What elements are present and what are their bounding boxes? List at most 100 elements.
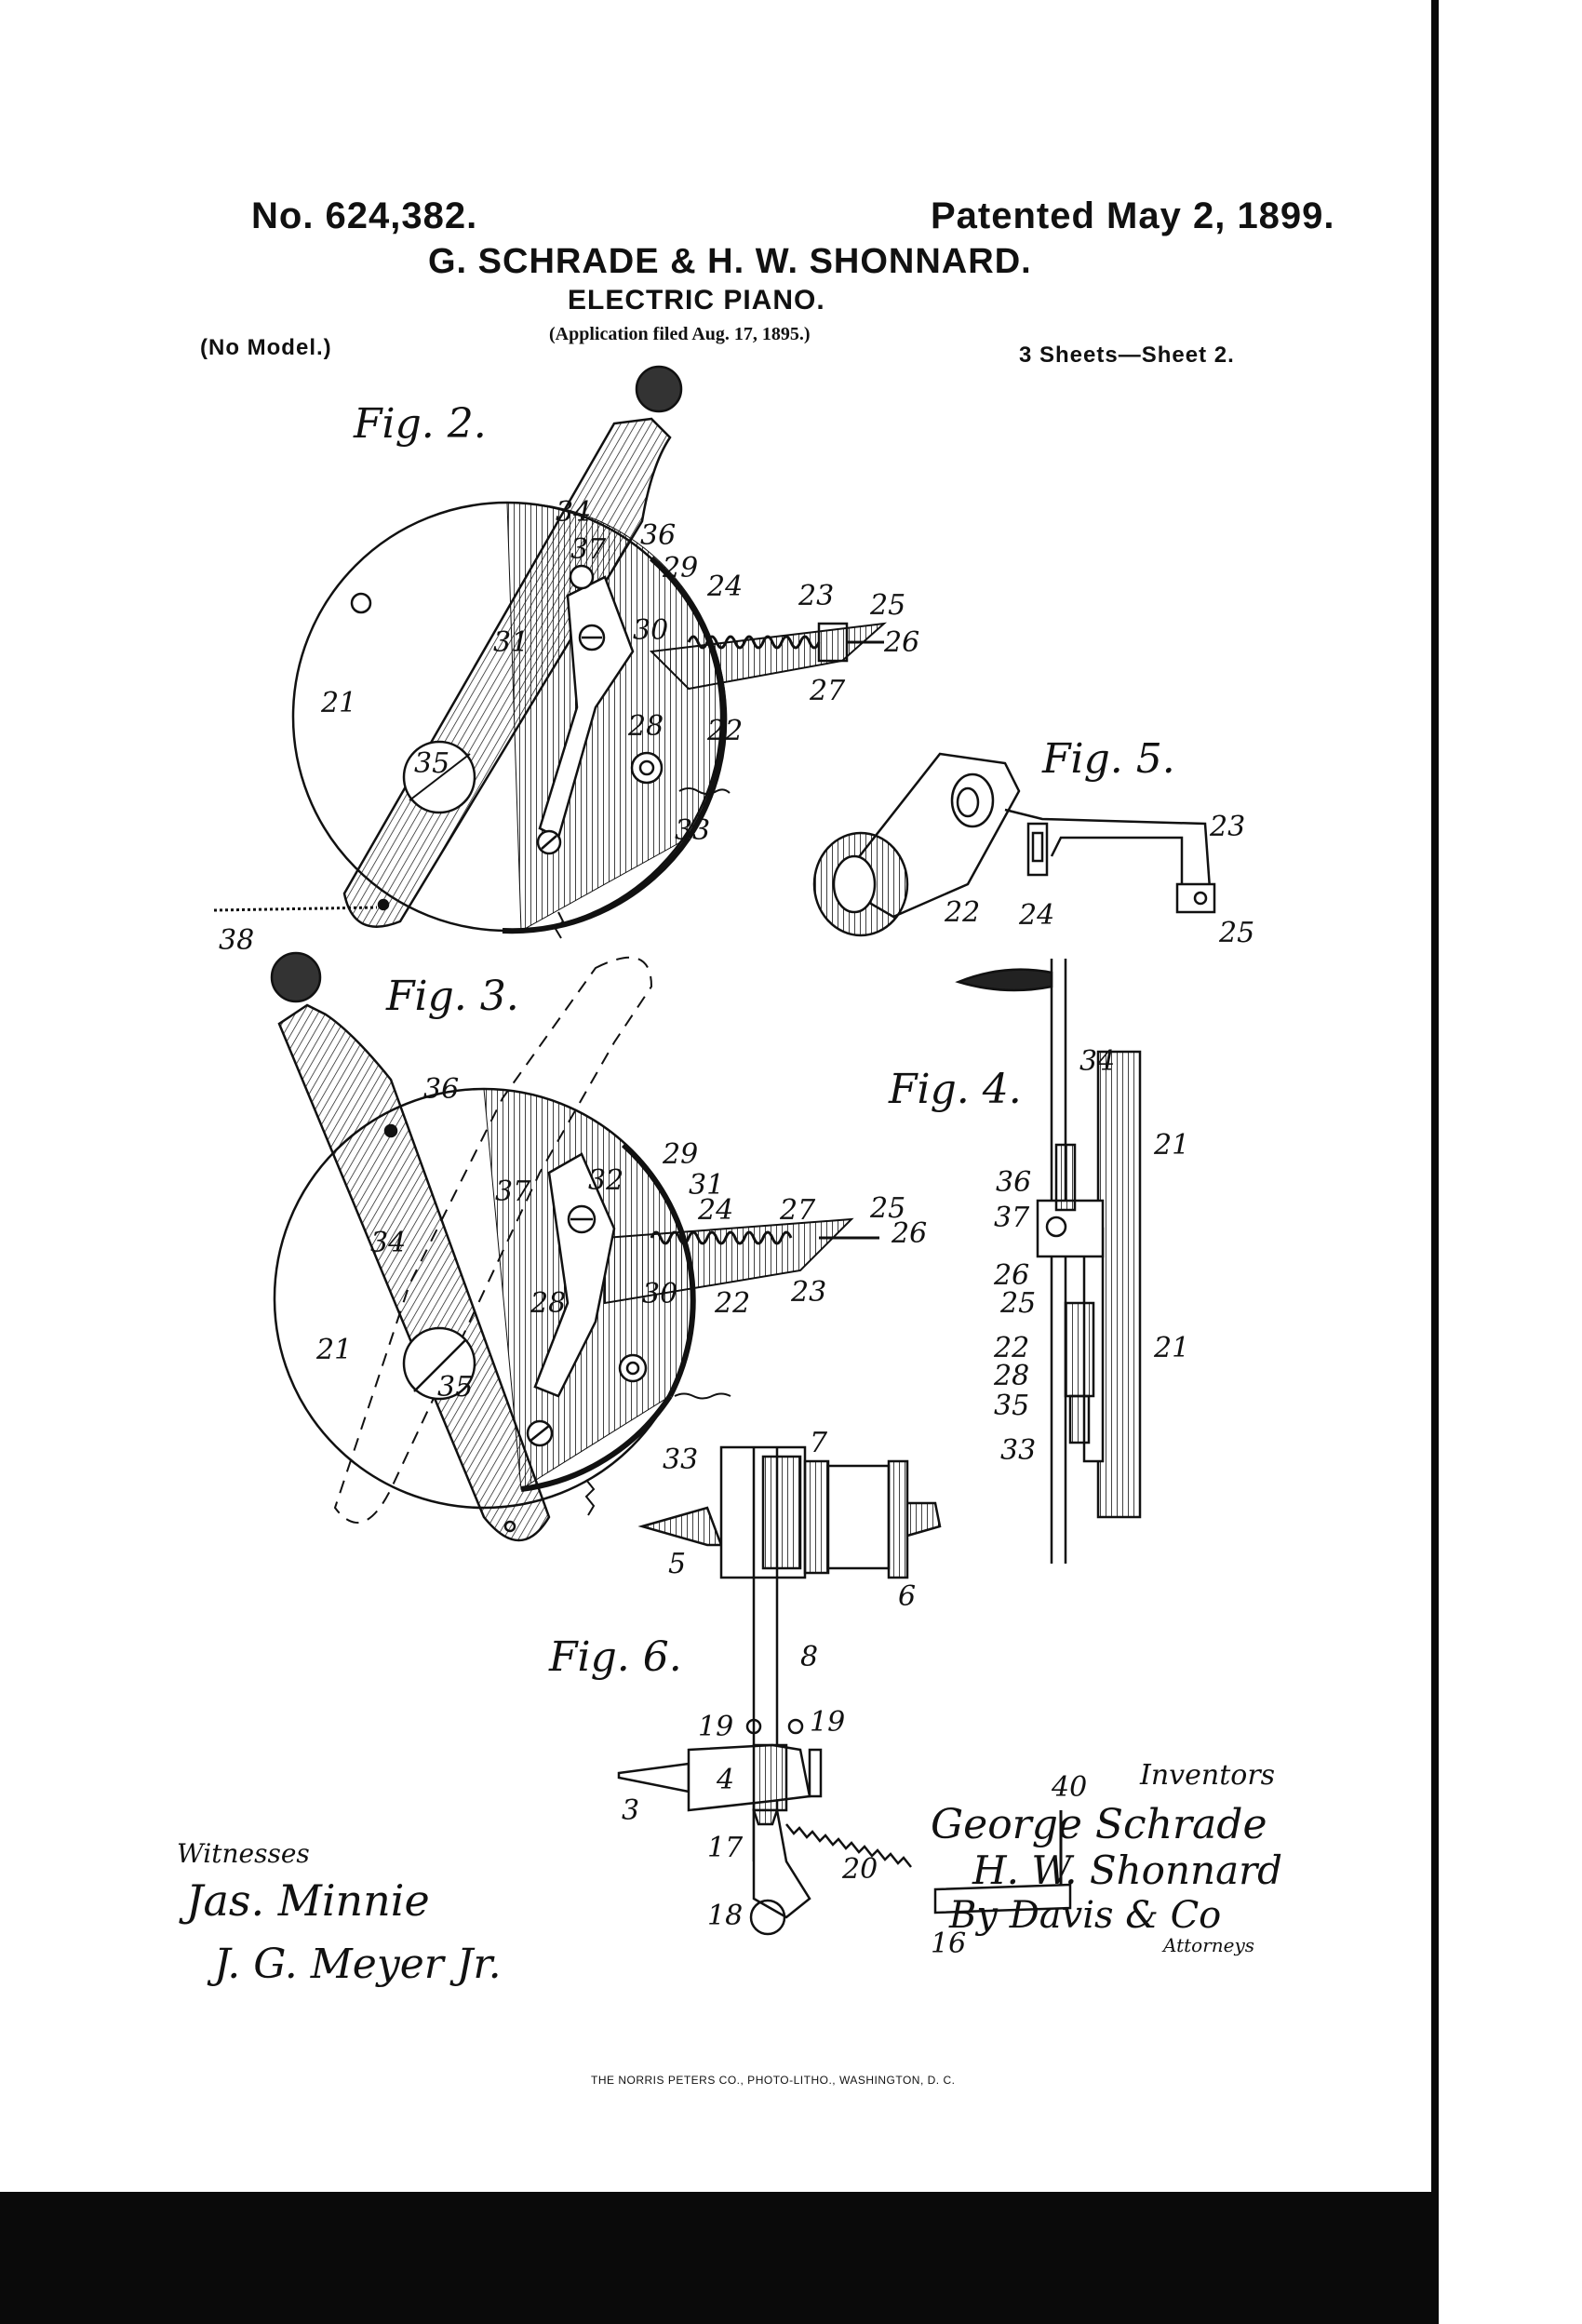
fig3-ref-28: 28 — [530, 1287, 566, 1320]
fig3-spring-arm — [604, 1217, 854, 1305]
fig6-ref-5: 5 — [668, 1548, 686, 1580]
fig3-ref-36: 36 — [423, 1073, 459, 1106]
fig6-ref-40: 40 — [1051, 1771, 1087, 1804]
application-filed: (Application filed Aug. 17, 1895.) — [549, 324, 811, 344]
fig5-ref-22: 22 — [944, 896, 980, 929]
fig3-ref-34: 34 — [370, 1227, 406, 1259]
fig5-label: Fig. 5. — [1041, 735, 1175, 783]
fig2-cord — [213, 906, 378, 912]
fig2-ref-23: 23 — [798, 580, 834, 612]
fig3-spring — [650, 1230, 793, 1245]
fig6-ref-19-right: 19 — [810, 1706, 845, 1739]
fig2-ref-33: 33 — [675, 814, 710, 847]
fig4-ref-26: 26 — [993, 1259, 1029, 1292]
fig6-ref-17: 17 — [707, 1832, 744, 1864]
fig2-ref-28: 28 — [627, 710, 664, 743]
fig4-ref-21-bottom: 21 — [1153, 1332, 1189, 1364]
witness-signature-2: J. G. Meyer Jr. — [214, 1941, 502, 1988]
fig2-ref-38: 38 — [219, 924, 254, 957]
fig2-ref-24: 24 — [706, 571, 743, 603]
fig6-ref-4: 4 — [716, 1764, 734, 1796]
fig6-ref-6: 6 — [898, 1580, 916, 1613]
fig4-key-head — [955, 968, 1053, 992]
fig3-ref-32: 32 — [588, 1164, 623, 1197]
fig2-ref-26: 26 — [883, 626, 919, 659]
patent-number: No. 624,382. — [251, 195, 478, 236]
fig4-ref-28: 28 — [993, 1360, 1029, 1392]
inventors-names: G. SCHRADE & H. W. SHONNARD. — [428, 242, 1032, 281]
witness-signature-1: Jas. Minnie — [186, 1875, 430, 1926]
fig2-ref-21: 21 — [320, 687, 356, 719]
fig6-ref-18: 18 — [707, 1900, 743, 1932]
figure-4: Fig. 4. 34 21 36 37 26 25 22 28 35 33 — [888, 959, 1189, 1564]
fig2-knob — [635, 365, 683, 413]
fig4-ref-25: 25 — [999, 1287, 1036, 1320]
fig4-ref-22: 22 — [993, 1332, 1029, 1364]
inventor-signature-2: H. W. Shonnard — [972, 1847, 1283, 1893]
sheet-note: 3 Sheets—Sheet 2. — [1019, 343, 1235, 368]
fig2-spring — [687, 635, 821, 650]
fig4-ref-33: 33 — [1000, 1434, 1036, 1467]
fig3-ref-31: 31 — [689, 1169, 724, 1202]
scan-edge-right — [1431, 0, 1439, 2324]
fig3-knob — [270, 951, 322, 1003]
fig2-ref-22: 22 — [706, 715, 743, 747]
fig2-hole — [350, 592, 372, 614]
fig2-ref-30: 30 — [633, 614, 668, 647]
fig2-ref-37: 37 — [570, 533, 607, 566]
fig3-label: Fig. 3. — [385, 973, 519, 1020]
fig6-spring — [785, 1823, 912, 1868]
fig5-ref-24: 24 — [1018, 899, 1054, 932]
fig6-ref-20: 20 — [841, 1853, 878, 1886]
fig3-ref-24: 24 — [697, 1194, 733, 1227]
fig2-ref-27: 27 — [809, 675, 846, 707]
fig3-ref-21: 21 — [315, 1334, 352, 1366]
fig2-ref-25: 25 — [869, 589, 905, 622]
printer-footer: THE NORRIS PETERS CO., PHOTO-LITHO., WAS… — [591, 2074, 956, 2087]
fig6-ref-8: 8 — [800, 1641, 818, 1673]
fig4-label: Fig. 4. — [888, 1066, 1022, 1113]
fig6-cone — [687, 1743, 811, 1812]
fig2-label: Fig. 2. — [353, 400, 487, 448]
figure-3: Fig. 3. 36 — [270, 951, 927, 1542]
fig5-ref-25: 25 — [1218, 917, 1254, 949]
fig4-ref-34: 34 — [1079, 1045, 1115, 1078]
inventors-label: Inventors — [1140, 1759, 1276, 1792]
fig2-ref-36: 36 — [640, 519, 676, 552]
fig3-ref-23: 23 — [790, 1276, 826, 1309]
patented-date: Patented May 2, 1899. — [931, 195, 1335, 236]
witnesses-label: Witnesses — [177, 1838, 310, 1869]
fig3-lever — [277, 1003, 551, 1542]
figure-6: Fig. 6. 7 — [548, 1427, 1087, 1960]
fig3-ref-35: 35 — [437, 1371, 473, 1404]
fig3-ref-26: 26 — [891, 1217, 927, 1250]
fig6-label: Fig. 6. — [548, 1633, 682, 1681]
fig6-ref-7: 7 — [810, 1427, 828, 1459]
fig2-ref-31: 31 — [493, 626, 529, 659]
fig3-ref-30: 30 — [642, 1278, 677, 1310]
fig2-ref-35: 35 — [414, 747, 449, 780]
figure-2: Fig. 2. — [213, 365, 919, 957]
fig4-ref-36: 36 — [996, 1166, 1031, 1199]
scan-edge-bottom — [0, 2192, 1438, 2324]
fig4-ref-21-top: 21 — [1153, 1129, 1189, 1162]
fig5-ref-23: 23 — [1209, 811, 1245, 843]
fig2-ref-29: 29 — [662, 552, 698, 584]
fig4-ref-37: 37 — [994, 1202, 1030, 1234]
fig3-ref-29: 29 — [662, 1138, 698, 1171]
fig6-ref-16: 16 — [931, 1928, 966, 1960]
fig3-ref-22: 22 — [714, 1287, 750, 1320]
patent-title: ELECTRIC PIANO. — [568, 285, 825, 316]
fig4-disk-edge — [1096, 1050, 1142, 1519]
fig3-ref-25: 25 — [869, 1192, 905, 1225]
fig6-ref-3: 3 — [622, 1794, 639, 1827]
model-note: (No Model.) — [200, 335, 332, 360]
fig2-ref-34: 34 — [556, 496, 591, 529]
fig4-ref-35: 35 — [994, 1390, 1029, 1422]
fig6-ref-19-left: 19 — [698, 1711, 733, 1743]
fig3-ref-27: 27 — [779, 1194, 816, 1227]
attorneys-label: Attorneys — [1163, 1934, 1255, 1956]
figure-5: Fig. 5. 23 22 24 25 — [812, 735, 1254, 949]
